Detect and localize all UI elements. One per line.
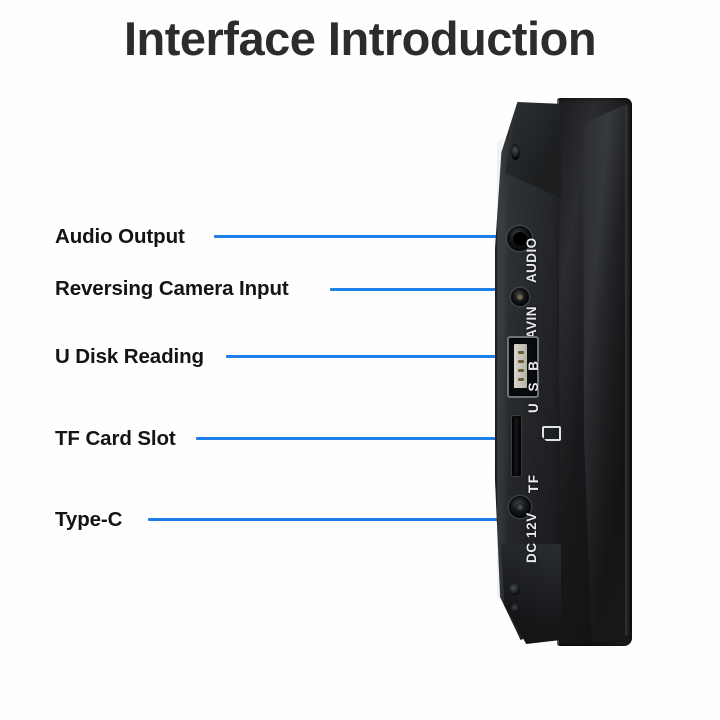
avin-jack-port[interactable] xyxy=(511,288,529,306)
leader-line-audio-output xyxy=(214,235,501,238)
silkscreen-label-dc-12v: DC 12V xyxy=(524,512,539,563)
usb-contact-tongue xyxy=(514,344,527,388)
usb-pin xyxy=(518,351,524,354)
usb-pin xyxy=(518,378,524,381)
audio-jack-port[interactable] xyxy=(507,226,532,251)
callout-label-tf-card-slot: TF Card Slot xyxy=(55,427,176,450)
leader-line-tf-card-slot xyxy=(196,437,513,440)
avin-jack-hole xyxy=(516,293,524,301)
tf-card-slot[interactable] xyxy=(512,416,521,476)
device-bottom-hole-secondary xyxy=(511,604,520,613)
silkscreen-label-tf: TF xyxy=(526,473,541,494)
page-title: Interface Introduction xyxy=(123,12,597,65)
device-side-profile: AUDIO AVIN U S B TF DC 12V xyxy=(487,96,639,648)
silkscreen-label-avin: AVIN xyxy=(524,306,539,339)
leader-line-type-c xyxy=(148,518,511,521)
dc-12v-jack-port[interactable] xyxy=(509,496,531,518)
callout-label-audio-output: Audio Output xyxy=(55,225,185,248)
dc-12v-jack-pin xyxy=(516,503,524,511)
usb-pin xyxy=(518,360,524,363)
callout-label-type-c: Type-C xyxy=(55,508,123,531)
leader-line-u-disk-reading xyxy=(226,355,507,358)
callout-label-reversing-camera-input: Reversing Camera Input xyxy=(55,277,289,300)
leader-line-reversing-camera-input xyxy=(330,288,507,291)
usb-port[interactable] xyxy=(507,336,539,398)
usb-pin xyxy=(518,369,524,372)
silkscreen-label-audio: AUDIO xyxy=(524,237,539,284)
device-panel-highlight xyxy=(497,138,509,600)
audio-jack-hole xyxy=(512,231,527,246)
silkscreen-label-usb: U S B xyxy=(526,356,541,413)
callout-label-u-disk-reading: U Disk Reading xyxy=(55,345,204,368)
device-body-sheen xyxy=(583,102,631,642)
device-body-edge xyxy=(625,106,632,636)
device-main-body xyxy=(557,98,632,646)
device-bottom-hole-primary xyxy=(509,584,520,595)
memory-card-icon xyxy=(542,426,561,441)
device-top-hole xyxy=(511,144,520,160)
